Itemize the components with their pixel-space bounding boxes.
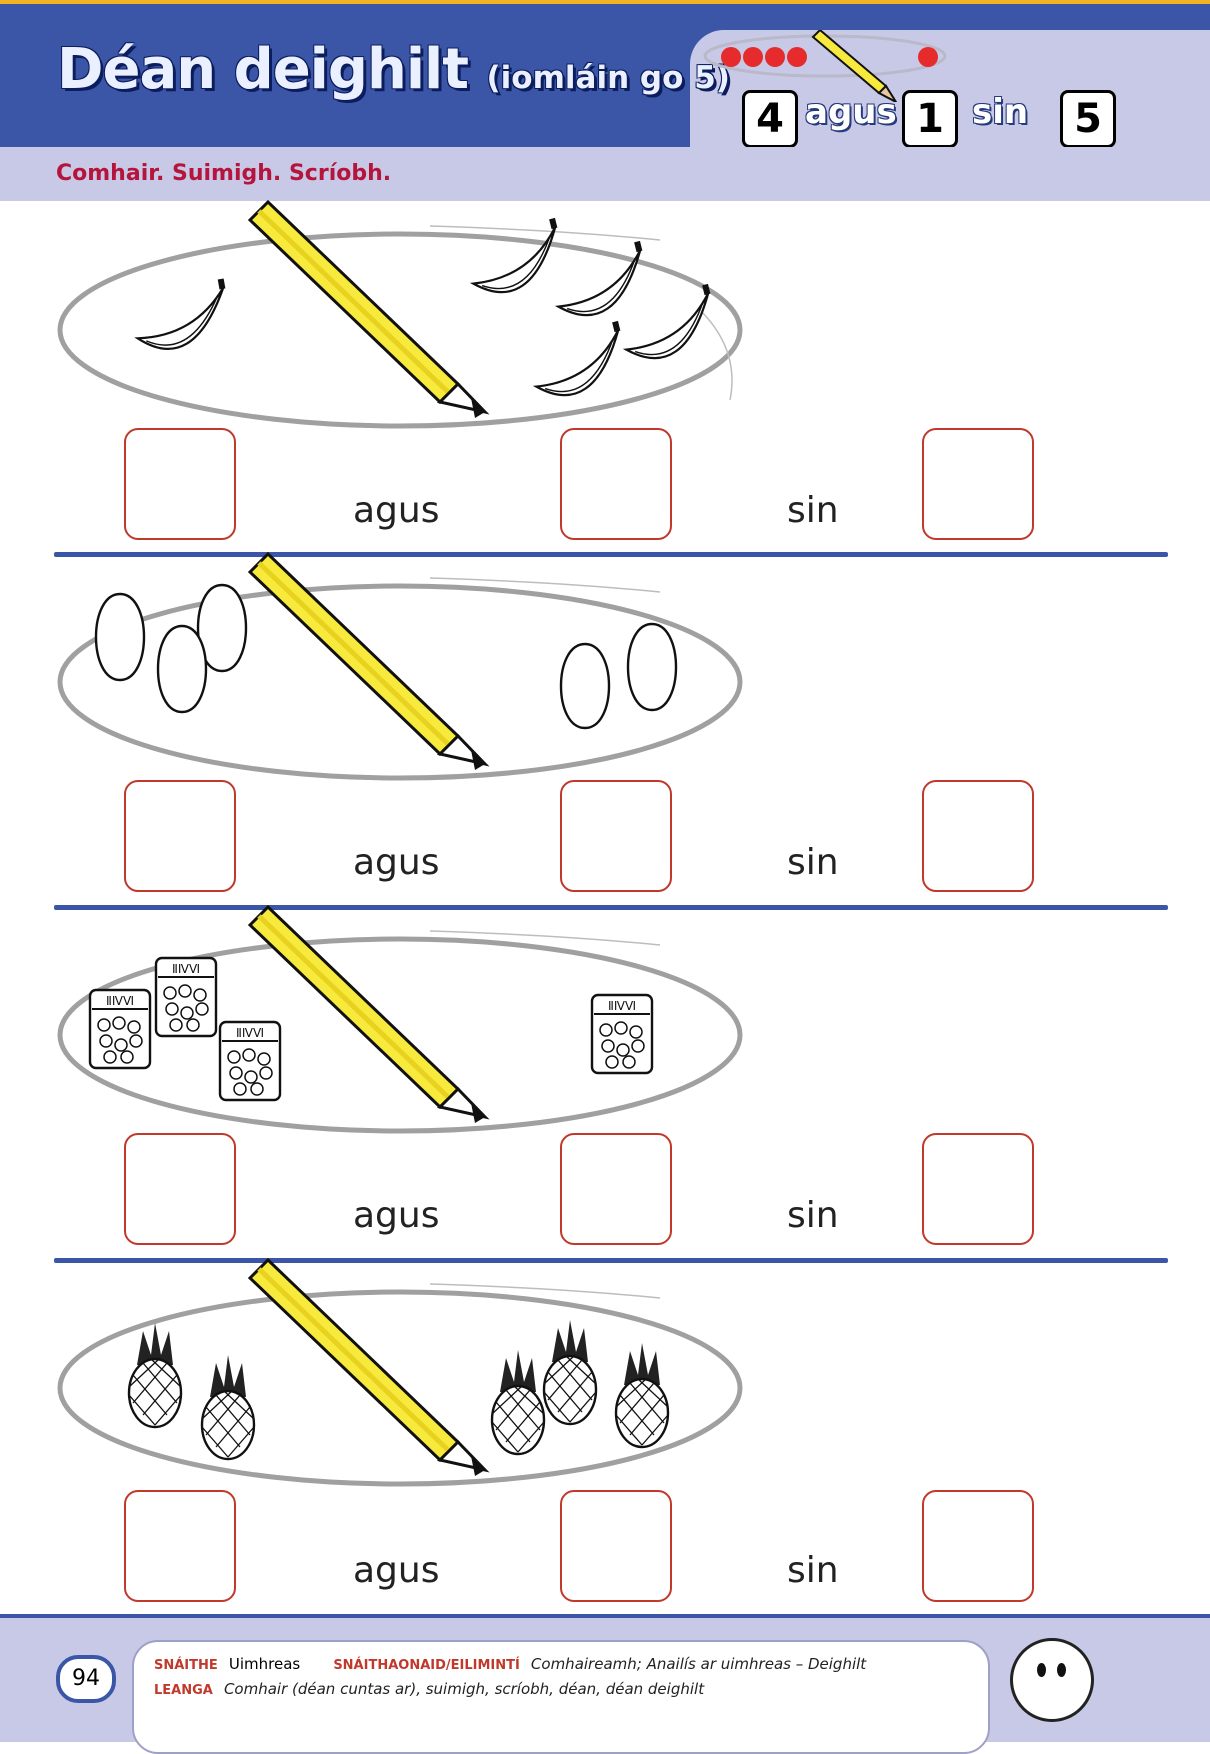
curriculum-info-card: SNÁITHE Uimhreas SNÁITHAONAID/EILIMINTÍ … — [132, 1640, 990, 1754]
pineapple-icon — [542, 1320, 598, 1426]
answer-box-second[interactable] — [560, 780, 672, 892]
answer-box-first[interactable] — [124, 1133, 236, 1245]
plate — [57, 552, 743, 781]
counter-dot-icon — [721, 47, 741, 67]
strand-line: SNÁITHE Uimhreas SNÁITHAONAID/EILIMINTÍ … — [154, 1654, 866, 1673]
word-sin: sin — [787, 490, 839, 531]
egg-icon — [196, 583, 248, 673]
pencil-icon — [247, 200, 490, 418]
strand-unit-value: Comhaireamh; Anailís ar uimhreas – Deigh… — [530, 1655, 867, 1673]
pencil-icon — [811, 30, 898, 102]
page-title: Déan deighilt (iomláin go 5) — [57, 42, 730, 98]
answer-box-first[interactable] — [124, 1490, 236, 1602]
word-sin: sin — [787, 1195, 839, 1236]
row-divider — [54, 552, 1168, 557]
plate: ⅡⅣⅥ ⅡⅣⅥ ⅡⅣⅥ ⅡⅣⅥ — [57, 905, 743, 1134]
banana-icon — [134, 278, 226, 350]
answer-box-total[interactable] — [922, 1133, 1034, 1245]
title-sub: (iomláin go 5) — [486, 60, 730, 96]
instruction-write: Scríobh — [288, 161, 383, 186]
counter-dot-icon — [918, 47, 938, 67]
exercise-row-pineapples: agus sin — [0, 1258, 1210, 1602]
word-sin: sin — [787, 842, 839, 883]
plate — [57, 200, 743, 429]
pencil-icon — [247, 905, 490, 1123]
svg-text:ⅡⅣⅥ: ⅡⅣⅥ — [172, 962, 200, 976]
answer-box-second[interactable] — [560, 1133, 672, 1245]
strand-label: SNÁITHE — [154, 1658, 218, 1673]
row-divider — [54, 1258, 1168, 1263]
counter-dot-icon — [765, 47, 785, 67]
example-number-total: 5 — [1060, 90, 1116, 148]
word-agus: agus — [353, 1195, 440, 1236]
row-divider — [54, 905, 1168, 910]
word-agus: agus — [353, 1550, 440, 1591]
top-accent-strip — [0, 0, 1210, 4]
svg-text:ⅡⅣⅥ: ⅡⅣⅥ — [106, 994, 134, 1008]
counter-dot-icon — [743, 47, 763, 67]
instruction-count: Comhair — [56, 161, 156, 186]
pineapple-icon — [614, 1343, 670, 1449]
eye-icon — [1057, 1663, 1066, 1677]
page-number: 94 — [56, 1655, 116, 1703]
banana-icon — [554, 240, 643, 317]
instruction-add: Suimigh — [171, 161, 273, 186]
banana-icon — [532, 320, 621, 397]
pencil-icon — [247, 1258, 490, 1476]
instruction-bar — [0, 147, 1210, 201]
pineapple-icon — [200, 1355, 256, 1461]
strand-value: Uimhreas — [228, 1655, 301, 1673]
counter-dot-icon — [787, 47, 807, 67]
eye-icon — [1037, 1663, 1046, 1677]
egg-icon — [559, 642, 611, 730]
answer-box-total[interactable] — [922, 1490, 1034, 1602]
language-value: Comhair (déan cuntas ar), suimigh, scrío… — [223, 1680, 705, 1698]
smiley-face-icon — [1010, 1638, 1094, 1722]
egg-icon — [156, 624, 208, 714]
exercise-row-tins: ⅡⅣⅥ ⅡⅣⅥ ⅡⅣⅥ ⅡⅣⅥ — [0, 905, 1210, 1245]
strand-unit-label: SNÁITHAONAID/EILIMINTÍ — [333, 1658, 520, 1673]
answer-box-first[interactable] — [124, 780, 236, 892]
word-agus: agus — [353, 490, 440, 531]
language-label: LEANGA — [154, 1683, 213, 1698]
tin-can-icon: ⅡⅣⅥ — [88, 988, 152, 1070]
language-line: LEANGA Comhair (déan cuntas ar), suimigh… — [154, 1679, 704, 1698]
instructions: Comhair. Suimigh. Scríobh. — [56, 161, 392, 186]
tin-can-icon: ⅡⅣⅥ — [590, 993, 654, 1075]
svg-text:ⅡⅣⅥ: ⅡⅣⅥ — [608, 999, 636, 1013]
example-word-agus: agus — [805, 92, 897, 132]
answer-box-first[interactable] — [124, 428, 236, 540]
tin-can-icon: ⅡⅣⅥ — [154, 956, 218, 1038]
answer-box-second[interactable] — [560, 1490, 672, 1602]
example-counters — [703, 30, 947, 102]
title-main: Déan deighilt — [57, 37, 469, 102]
example-word-sin: sin — [972, 92, 1029, 132]
exercise-row-eggs: agus sin — [0, 552, 1210, 892]
example-number-second: 1 — [902, 90, 958, 148]
tin-can-icon: ⅡⅣⅥ — [218, 1020, 282, 1102]
plate — [57, 1258, 743, 1487]
pencil-icon — [247, 552, 490, 770]
answer-box-total[interactable] — [922, 428, 1034, 540]
word-sin: sin — [787, 1550, 839, 1591]
word-agus: agus — [353, 842, 440, 883]
answer-box-second[interactable] — [560, 428, 672, 540]
svg-text:ⅡⅣⅥ: ⅡⅣⅥ — [236, 1026, 264, 1040]
banana-icon — [469, 217, 558, 294]
pineapple-icon — [490, 1350, 546, 1456]
egg-icon — [94, 592, 146, 682]
pineapple-icon — [127, 1323, 183, 1429]
example-number-first: 4 — [742, 90, 798, 148]
banana-icon — [622, 283, 711, 360]
exercise-row-bananas: agus sin — [0, 200, 1210, 540]
answer-box-total[interactable] — [922, 780, 1034, 892]
egg-icon — [626, 622, 678, 712]
